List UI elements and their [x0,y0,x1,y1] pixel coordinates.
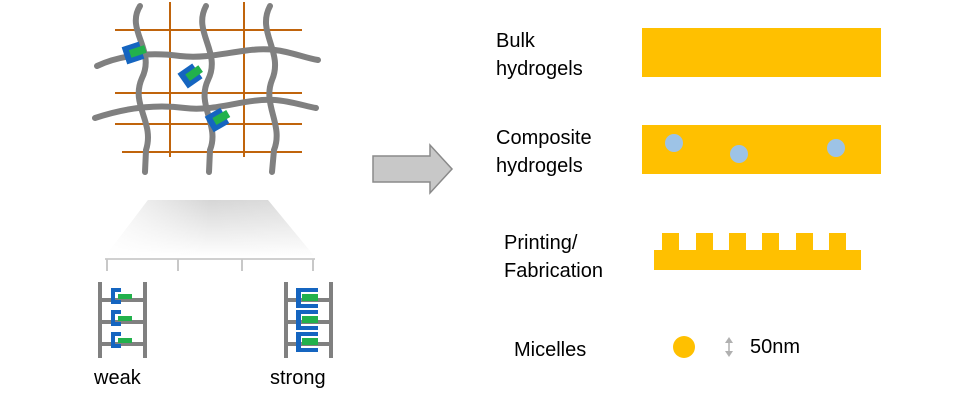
polymer-network [92,2,321,175]
weak-host-guest [111,288,132,348]
micelles-label: Micelles [514,339,587,361]
scale-ticks [106,259,314,271]
micelle [673,336,695,358]
printing-line-2: Fabrication [504,260,603,282]
scale-label: 50nm [750,336,801,358]
printing-line-1: Printing/ [504,232,578,254]
composite-line-1: Composite [496,127,592,149]
composite-hydrogel-bar [642,125,881,174]
host-guest-pair [121,41,147,65]
bulk-line-2: hydrogels [496,58,583,80]
bulk-hydrogel-bar [642,28,881,77]
right-arrow [372,143,454,195]
host-guest-pair [204,107,231,133]
strong-label: strong [270,367,326,389]
weak-label: weak [94,367,141,389]
strong-binding-ladder [284,282,333,358]
printing-fabrication-label: Printing/ Fabrication [504,229,603,285]
zoom-projection [105,200,315,271]
scale-arrow-icon [725,337,733,357]
composite-hydrogels-label: Composite hydrogels [496,124,592,180]
bulk-line-1: Bulk [496,30,535,52]
printed-structure [654,233,861,270]
composite-line-2: hydrogels [496,155,583,177]
filler-particle [730,145,748,163]
bulk-hydrogels-label: Bulk hydrogels [496,27,583,83]
filler-particle [827,139,845,157]
weak-binding-ladder [98,282,147,358]
strong-host-guest [296,288,318,352]
filler-particle [665,134,683,152]
host-guest-pair [177,63,203,89]
